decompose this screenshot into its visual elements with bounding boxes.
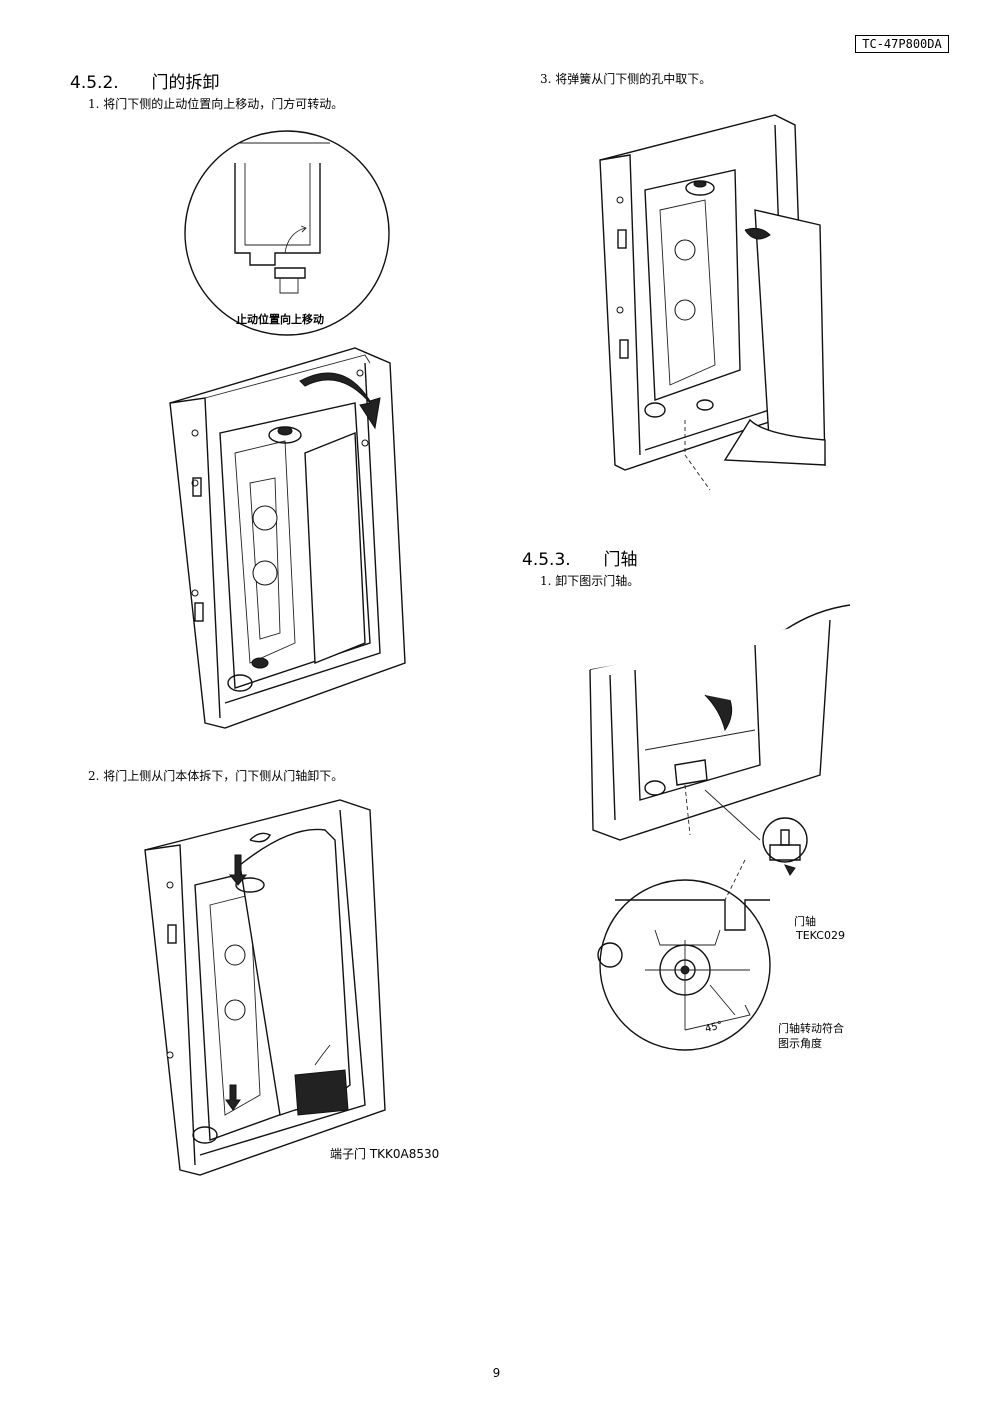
step2-text: 2. 将门上侧从门本体拆下，门下侧从门轴卸下。 [88, 769, 344, 783]
section-453-heading: 4.5.3. 门轴 [522, 545, 637, 570]
section-452-number: 4.5.2. [70, 73, 119, 93]
angle-note-line1: 门轴转动符合 [778, 1022, 844, 1035]
figure-door-shaft [589, 604, 851, 1051]
section-453-number: 4.5.3. [522, 550, 571, 570]
section-452-title: 门的拆卸 [151, 73, 220, 93]
page-number: 9 [492, 1366, 501, 1380]
stopper-callout: 止动位置向上移动 [236, 313, 324, 326]
model-number: TC-47P800DA [855, 35, 949, 53]
terminal-door-callout: 端子门 TKK0A8530 [330, 1147, 440, 1161]
figure-door-remove [144, 799, 386, 1176]
step1-453-text: 1. 卸下图示门轴。 [540, 574, 640, 588]
section-453-title: 门轴 [603, 550, 638, 570]
section-452-heading: 4.5.2. 门的拆卸 [70, 68, 219, 93]
step1-text: 1. 将门下侧的止动位置向上移动，门方可转动。 [88, 97, 344, 111]
figure-stopper-detail [184, 130, 390, 336]
angle-note-line2: 图示角度 [778, 1037, 822, 1050]
door-shaft-label: 门轴 [794, 915, 816, 928]
step3-text: 3. 将弹簧从门下侧的孔中取下。 [540, 72, 712, 86]
figure-door-rotate [169, 347, 406, 729]
figure-spring-remove [599, 114, 826, 491]
door-shaft-code: TEKC029 [796, 929, 845, 942]
